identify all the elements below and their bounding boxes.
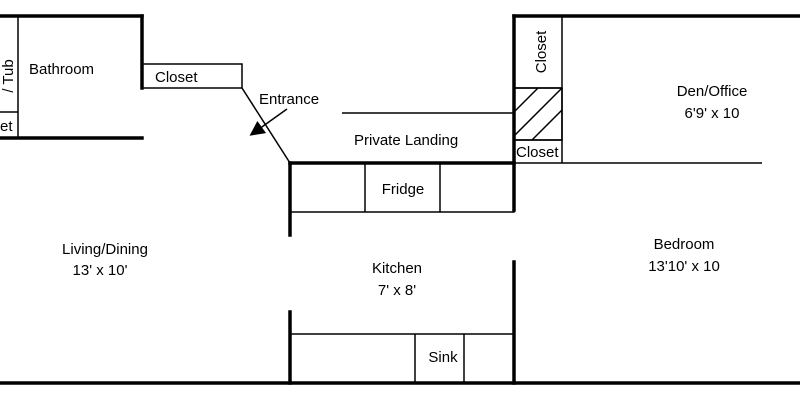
entrance-label: Entrance [259, 91, 319, 108]
bedroom-size-label: 13'10' x 10 [648, 258, 720, 275]
kitchen-name-label: Kitchen [372, 260, 422, 277]
living-size-label: 13' x 10' [73, 262, 128, 279]
bedroom-name-label: Bedroom [654, 236, 715, 253]
den-size-label: 6'9' x 10 [685, 105, 740, 122]
bathroom-label: Bathroom [29, 61, 94, 78]
private-landing-label: Private Landing [354, 132, 458, 149]
hatch-1 [513, 87, 539, 113]
bath-closet-label: Closet [155, 69, 198, 86]
hatch-3 [531, 109, 563, 141]
entrance-arrow [249, 108, 288, 136]
tub-label: / Tub [0, 59, 17, 92]
toilet-label: et [0, 118, 13, 135]
interior-lines [0, 15, 762, 383]
fridge-label: Fridge [382, 181, 425, 198]
sink-label: Sink [428, 349, 458, 366]
den-name-label: Den/Office [677, 83, 748, 100]
bath-closet-outline [141, 63, 243, 89]
kitchen-size-label: 7' x 8' [378, 282, 416, 299]
vertical-closet-label: Closet [533, 30, 550, 73]
den-closet-label: Closet [516, 144, 559, 161]
hatch-2 [513, 87, 563, 137]
fridge-counter [289, 162, 515, 213]
living-name-label: Living/Dining [62, 241, 148, 258]
walls [0, 14, 800, 385]
